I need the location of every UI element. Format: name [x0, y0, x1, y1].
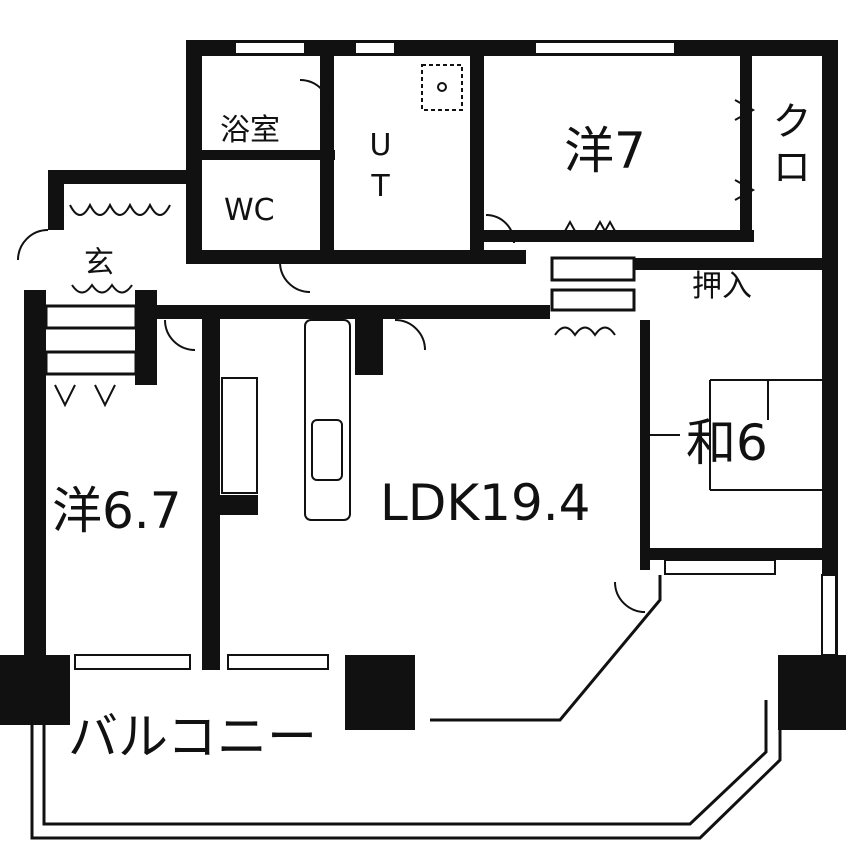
tatami-lines	[650, 379, 822, 491]
room-label-wc: WC	[224, 193, 275, 228]
kitchen-counter	[304, 319, 351, 521]
structural-columns	[0, 655, 846, 730]
room-label-closet: クロ	[765, 100, 811, 192]
room-label-balcony: バルコニー	[68, 708, 317, 766]
room-label-western7: 洋7	[564, 122, 646, 180]
room-label-washitsu: 和6	[686, 414, 768, 472]
room-label-oshiire: 押入	[692, 269, 752, 304]
room-label-utility: UT	[363, 128, 398, 210]
balcony-outline	[30, 575, 782, 840]
washing-machine-icon	[421, 64, 463, 111]
closet-shelves	[44, 256, 636, 376]
door-swings	[17, 79, 646, 613]
room-label-entrance: 玄	[78, 246, 113, 282]
windows	[74, 41, 837, 670]
room-label-ldk: LDK19.4	[380, 474, 591, 532]
closet-doors	[54, 99, 756, 408]
room-label-bath: 浴室	[220, 113, 280, 148]
entrance-cabinet	[221, 377, 258, 494]
room-label-western67: 洋6.7	[52, 482, 182, 540]
